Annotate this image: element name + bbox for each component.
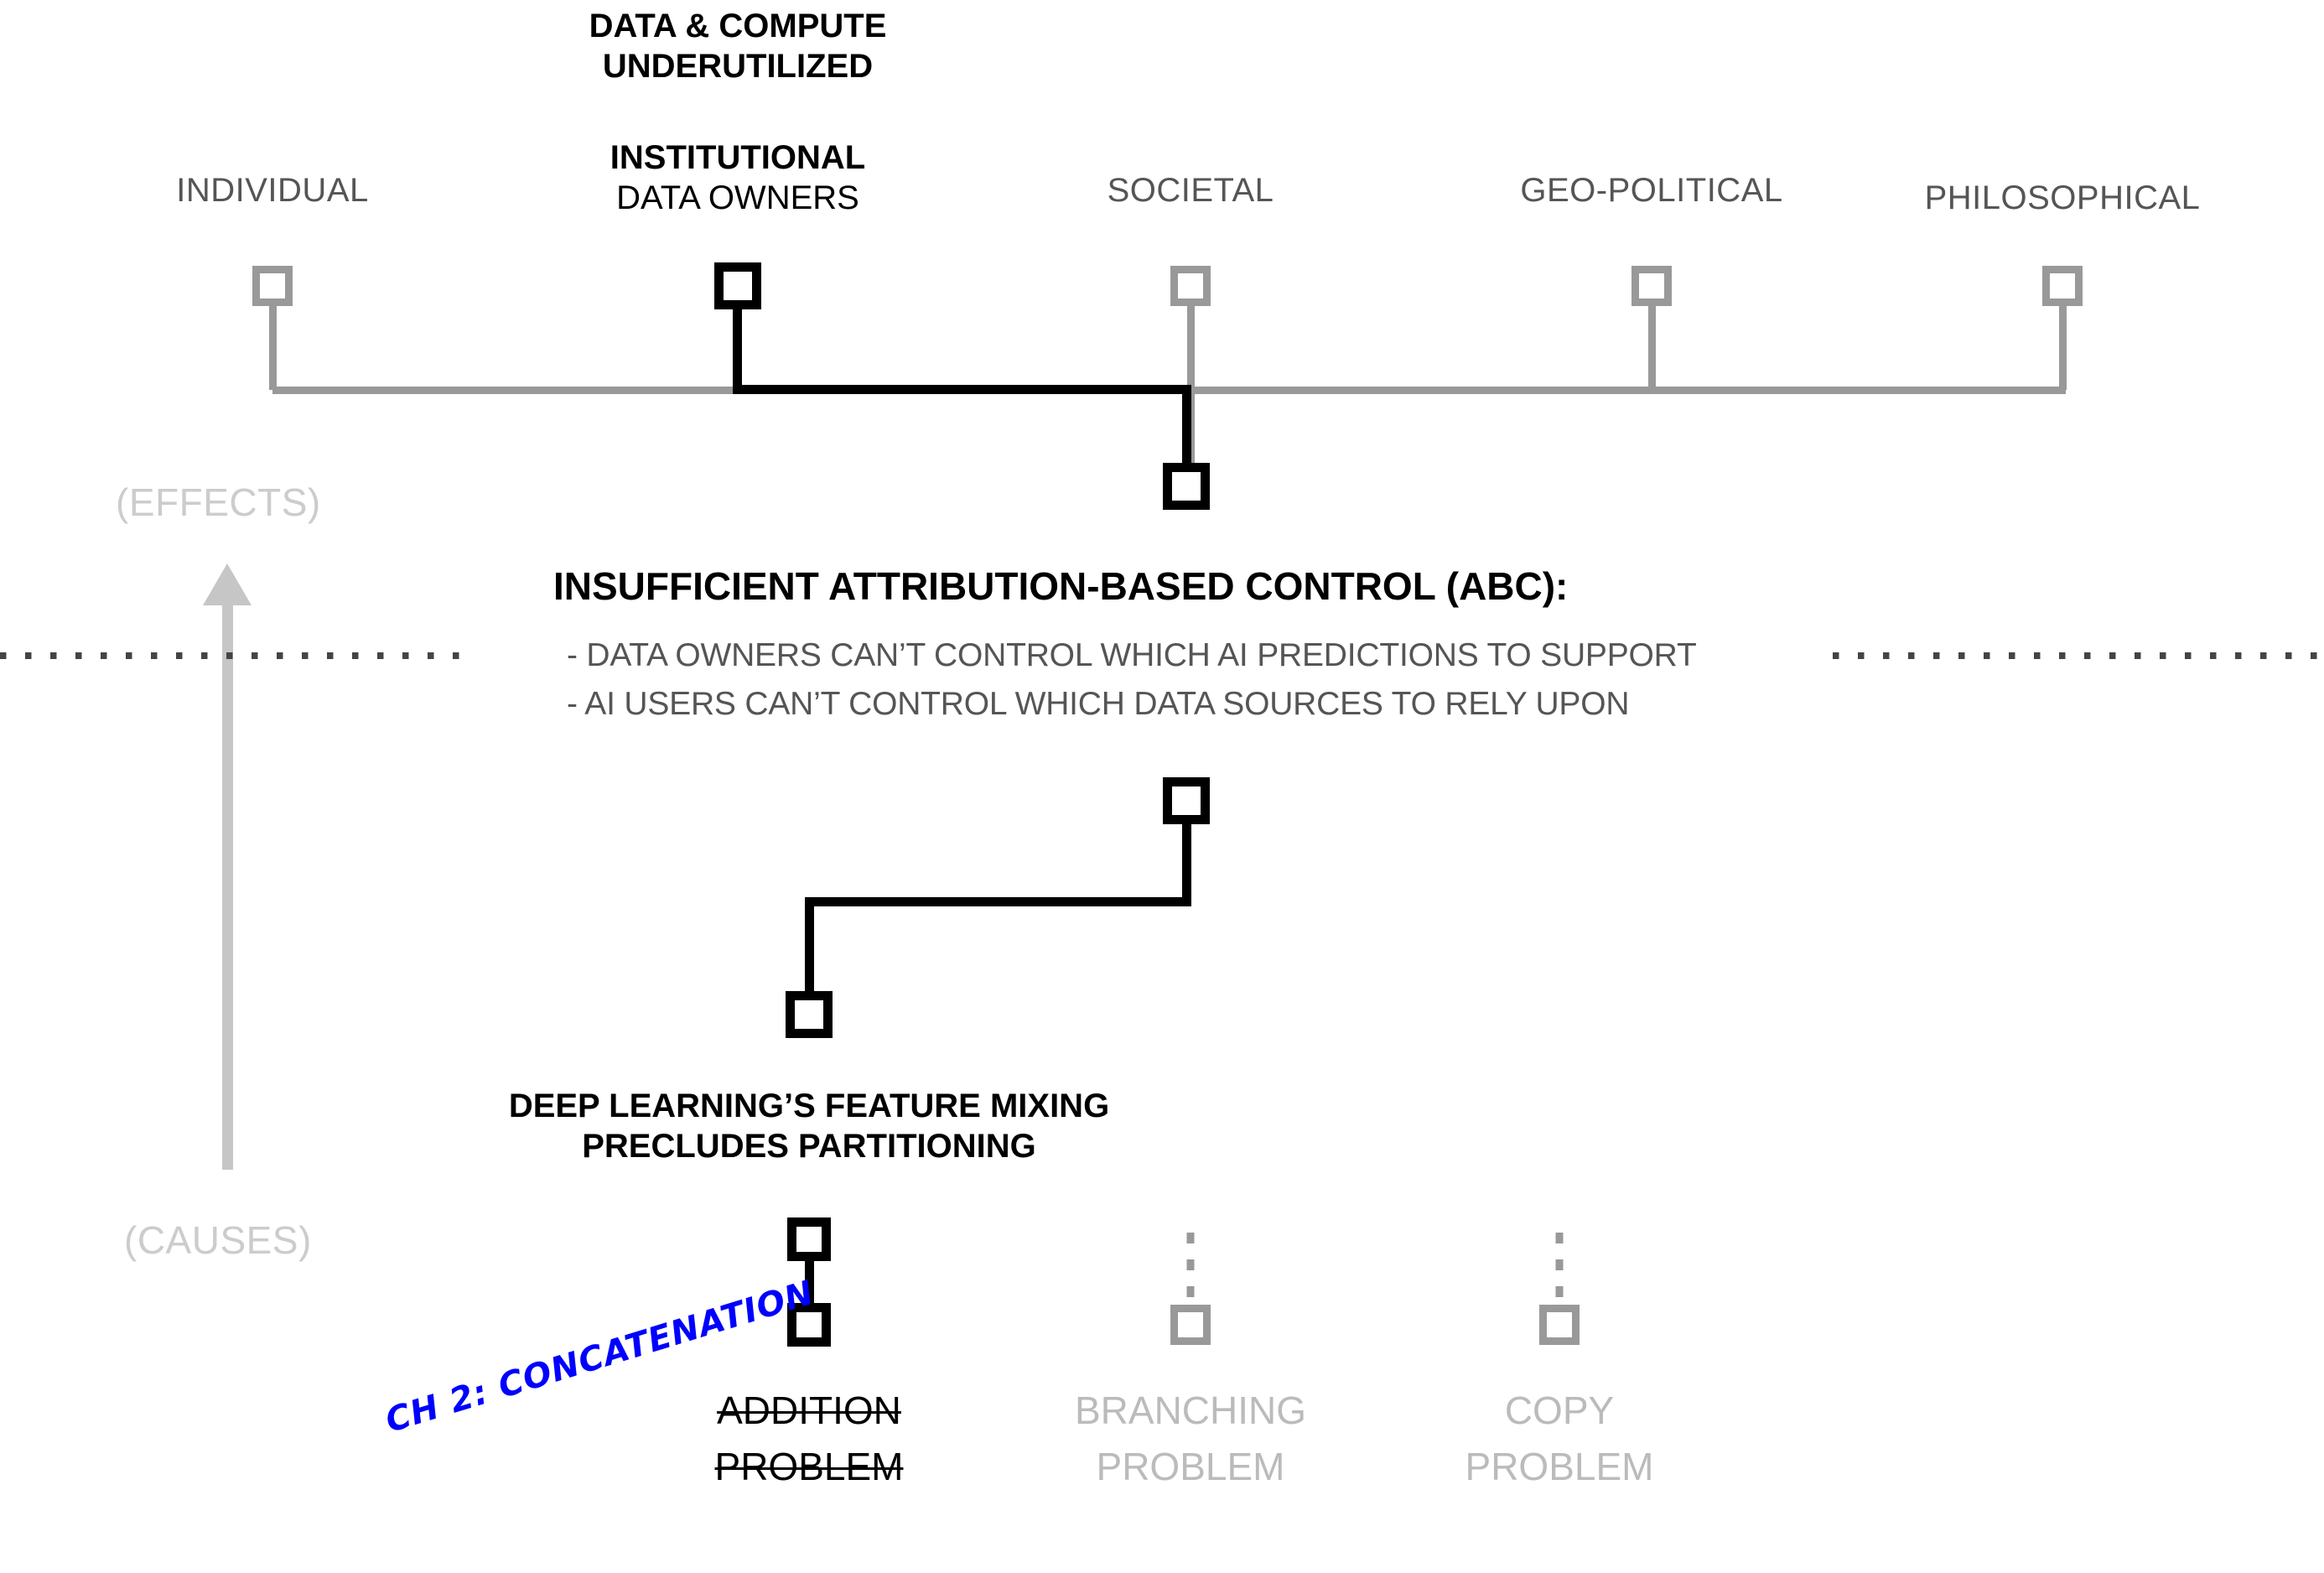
divider-dots-right: [1833, 652, 2324, 659]
node-mid-lower[interactable]: [786, 991, 833, 1038]
node-societal[interactable]: [1170, 266, 1211, 306]
causality-arrow-stem: [222, 604, 233, 1170]
abc-bullet-2: - AI USERS CAN’T CONTROL WHICH DATA SOUR…: [567, 686, 1630, 722]
node-branching[interactable]: [1170, 1305, 1211, 1345]
node-copy[interactable]: [1539, 1305, 1580, 1345]
node-mid-upper[interactable]: [1163, 777, 1210, 824]
cause-block-line2: PRECLUDES PARTITIONING: [582, 1128, 1036, 1165]
node-institutional[interactable]: [714, 262, 761, 309]
tier-sublabel-data-owners: DATA OWNERS: [616, 179, 859, 216]
node-individual[interactable]: [252, 266, 293, 306]
axis-label-causes: (CAUSES): [124, 1218, 312, 1262]
leaf-label-branching-line2: PROBLEM: [1096, 1445, 1285, 1488]
stem-institutional-black: [733, 306, 742, 394]
leaf-connector-branching: [1186, 1233, 1195, 1323]
causality-arrow-head: [203, 563, 252, 605]
tier-label-societal: SOCIETAL: [1107, 172, 1274, 209]
top-title-line1: DATA & COMPUTE: [589, 8, 887, 44]
leaf-label-copy-line2: PROBLEM: [1465, 1445, 1654, 1488]
stem-individual: [269, 306, 277, 390]
abc-title: INSUFFICIENT ATTRIBUTION-BASED CONTROL (…: [553, 564, 1569, 608]
leaf-connector-addition: [805, 1237, 814, 1325]
node-abc-effect[interactable]: [1163, 463, 1210, 510]
stem-societal: [1187, 306, 1195, 390]
leaf-label-addition-line2: PROBLEM: [714, 1445, 904, 1488]
stem-philosophical: [2059, 306, 2067, 390]
top-title-line2: UNDERUTILIZED: [602, 48, 874, 85]
tier-label-individual: INDIVIDUAL: [176, 172, 369, 209]
mid-stem-upper: [1182, 822, 1191, 906]
stem-geo-political: [1648, 306, 1656, 390]
node-geo-political[interactable]: [1631, 266, 1672, 306]
node-addition-lower[interactable]: [787, 1303, 831, 1347]
leaf-label-addition-line1: ADDITION: [717, 1389, 901, 1432]
axis-label-effects: (EFFECTS): [116, 480, 321, 524]
mid-stem-lower: [805, 897, 814, 1008]
leaf-label-branching-line1: BRANCHING: [1074, 1389, 1307, 1432]
leaf-connector-copy: [1555, 1233, 1564, 1323]
tier-label-philosophical: PHILOSOPHICAL: [1924, 179, 2201, 216]
leaf-label-copy-line1: COPY: [1504, 1389, 1615, 1432]
cause-block-line1: DEEP LEARNING’S FEATURE MIXING: [508, 1088, 1110, 1124]
node-addition-upper[interactable]: [787, 1217, 831, 1261]
abc-bullet-1: - DATA OWNERS CAN’T CONTROL WHICH AI PRE…: [567, 637, 1697, 673]
stem-societal-black: [1182, 385, 1191, 490]
tier-label-geo-political: GEO-POLITICAL: [1520, 172, 1783, 209]
mid-horizontal: [805, 897, 1191, 906]
tier-label-institutional: INSTITUTIONAL: [610, 139, 866, 176]
node-philosophical[interactable]: [2042, 266, 2083, 306]
bus-segment-black: [733, 385, 1191, 394]
divider-dots-left: [0, 652, 461, 659]
